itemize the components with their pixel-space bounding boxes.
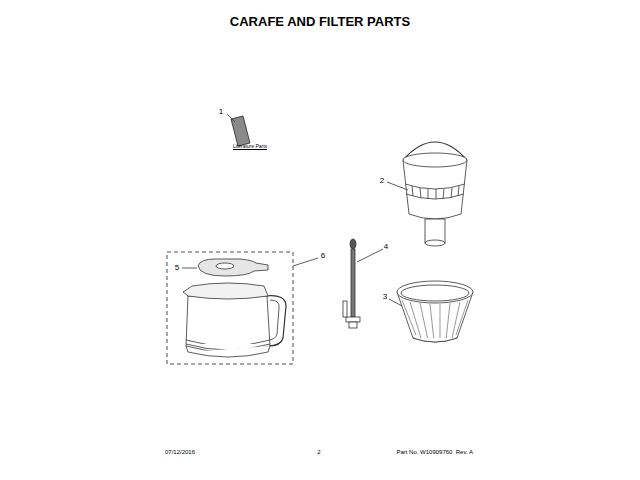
leader-line [293,258,318,266]
callout-number: 5 [175,264,179,272]
callout-number: 3 [383,293,387,301]
footer-date: 07/12/2016 [165,449,195,455]
callout-number: 1 [219,108,223,116]
basket-filter [397,281,473,342]
leader-line [182,268,197,269]
page-number: 2 [317,449,320,455]
group-dashed-box [167,252,293,364]
page-title: CARAFE AND FILTER PARTS [230,15,410,28]
leader-line [387,182,408,190]
callout-number: 6 [321,252,325,260]
leader-line [357,249,383,262]
literature-label: Literature Parts [233,144,267,149]
carafe-lid [198,259,268,276]
part-number: Part No. W10909760 Rev. A [396,449,473,455]
callout-number: 2 [380,177,384,185]
leader-line [227,114,235,122]
carafe [183,283,286,357]
scoop-stirrer [343,239,360,328]
filter-basket [403,142,467,246]
leader-line [389,299,402,306]
callout-number: 4 [384,243,388,251]
